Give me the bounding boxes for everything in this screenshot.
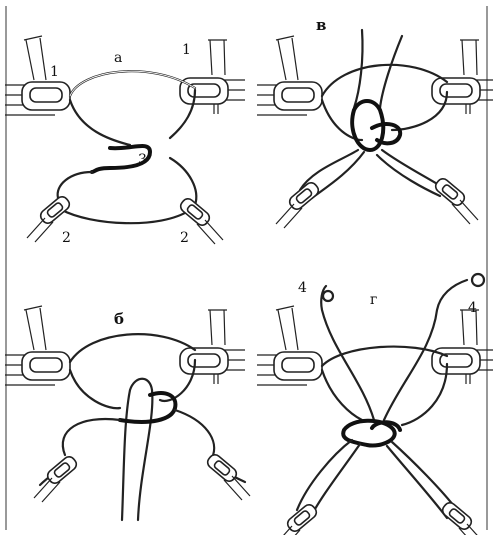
- panel-a: а 1 1 3 2 2: [5, 36, 245, 246]
- panel-a-label-top-right: 1: [182, 42, 191, 58]
- panel-v-letter: в: [316, 16, 326, 34]
- panel-a-label-bottom-right: 2: [180, 230, 189, 246]
- panel-g-label-top-left: 4: [298, 280, 307, 296]
- panel-g-label-top-right: 4: [468, 300, 477, 316]
- panel-g: г 4 4: [257, 274, 493, 535]
- panel-b: б: [5, 306, 250, 520]
- panel-a-letter: а: [114, 50, 122, 66]
- panel-v: в: [257, 16, 493, 228]
- panel-g-letter: г: [370, 292, 377, 308]
- panel-a-label-bottom-left: 2: [62, 230, 71, 246]
- panel-a-label-middle: 3: [138, 152, 147, 168]
- panel-b-letter: б: [114, 310, 124, 328]
- panel-a-label-top-left: 1: [50, 64, 59, 80]
